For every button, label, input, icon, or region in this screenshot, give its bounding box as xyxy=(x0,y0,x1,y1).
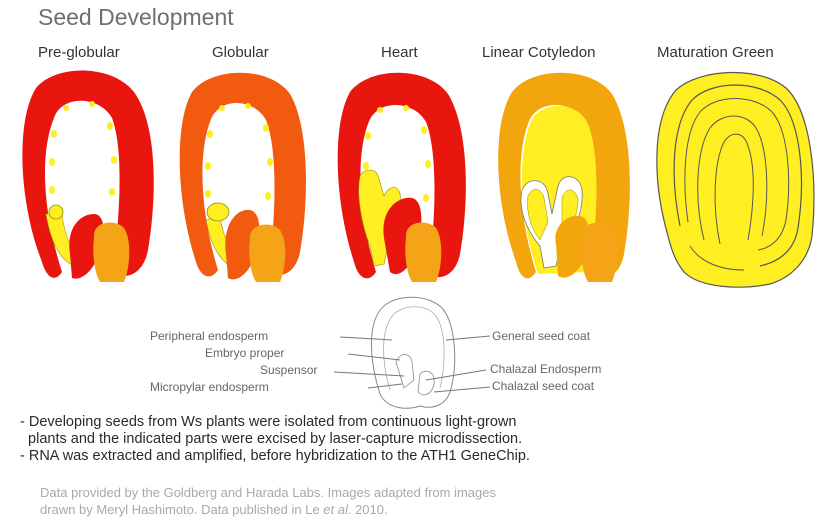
seed-globular xyxy=(180,73,306,282)
seed-illustrations xyxy=(0,0,824,410)
note-line-2: plants and the indicated parts were exci… xyxy=(20,431,530,448)
seed-heart xyxy=(338,73,466,282)
note-line-3: - RNA was extracted and amplified, befor… xyxy=(20,448,530,465)
seed-parts-diagram xyxy=(334,297,490,408)
label-chalazal-endosperm: Chalazal Endosperm xyxy=(490,362,601,376)
credits-year: 2010. xyxy=(351,502,387,517)
label-micropylar-endosperm: Micropylar endosperm xyxy=(150,380,269,394)
credits-line-2-text: drawn by Meryl Hashimoto. Data published… xyxy=(40,502,323,517)
method-notes: - Developing seeds from Ws plants were i… xyxy=(20,414,530,465)
label-chalazal-seed-coat: Chalazal seed coat xyxy=(492,379,594,393)
credits: Data provided by the Goldberg and Harada… xyxy=(40,484,496,518)
seed-pre-globular xyxy=(22,70,153,282)
label-general-seed-coat: General seed coat xyxy=(492,329,590,343)
note-line-1: - Developing seeds from Ws plants were i… xyxy=(20,414,530,431)
label-embryo-proper: Embryo proper xyxy=(205,346,284,360)
label-peripheral-endosperm: Peripheral endosperm xyxy=(150,329,268,343)
seed-linear-cotyledon xyxy=(498,73,630,282)
credits-et-al: et al. xyxy=(323,502,351,517)
credits-line-2: drawn by Meryl Hashimoto. Data published… xyxy=(40,501,496,518)
label-suspensor: Suspensor xyxy=(260,363,317,377)
seed-maturation-green xyxy=(657,72,814,287)
credits-line-1: Data provided by the Goldberg and Harada… xyxy=(40,484,496,501)
